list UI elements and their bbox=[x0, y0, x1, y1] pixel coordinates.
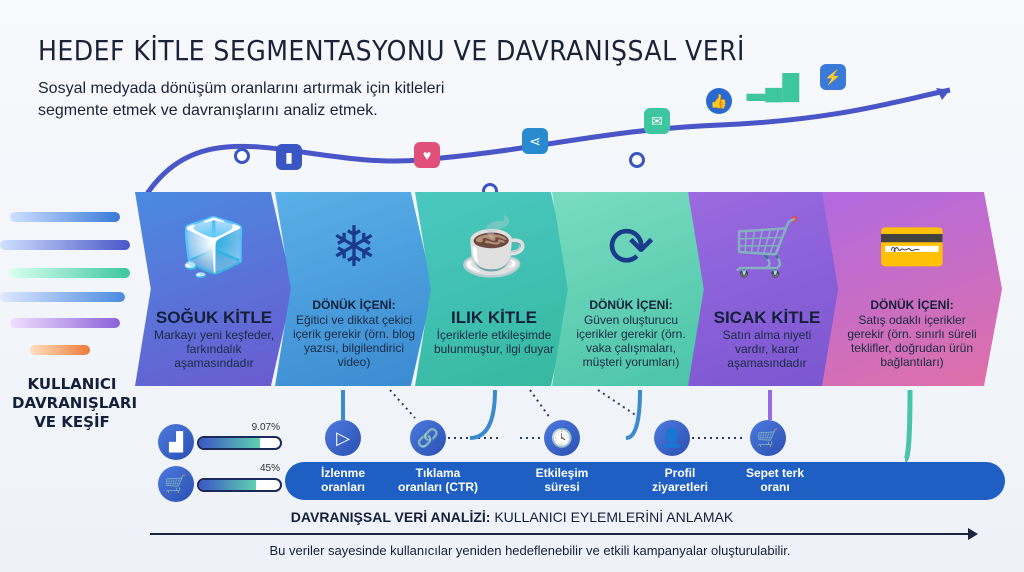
share-icon: ⋖ bbox=[522, 128, 548, 154]
curve-dot bbox=[629, 152, 645, 168]
footer-text: Bu veriler sayesinde kullanıcılar yenide… bbox=[269, 543, 791, 558]
arrow-icon bbox=[0, 292, 125, 302]
metric-label: Etkileşim süresi bbox=[535, 466, 589, 494]
panel-cold-audience: 🧊 SOĞUK KİTLE Markayı yeni keşfeder, far… bbox=[135, 192, 293, 386]
panel-desc: Güven oluşturucu içerikler gerekir (örn.… bbox=[576, 313, 686, 369]
panel-desc: Eğitici ve dikkat çekici içerik gerekir … bbox=[292, 313, 416, 369]
metric-label: Sepet terk oranı bbox=[745, 466, 805, 494]
left-label: KULLANICI DAVRANIŞLARI VE KEŞİF bbox=[12, 375, 138, 431]
panel-warm-audience: ☕ ILIK KİTLE İçeriklerle etkileşimde bul… bbox=[415, 192, 573, 386]
panel-hot-audience: 🛒 SICAK KİTLE Satın alma niyeti vardır, … bbox=[688, 192, 846, 386]
bar-chart-icon: ▟ bbox=[158, 424, 194, 460]
bar-chart-deco-icon: ▂▄█ bbox=[746, 73, 800, 101]
timeline-arrow bbox=[150, 528, 978, 540]
bookmark-icon: ▮ bbox=[276, 144, 302, 170]
panel-title: DÖNÜK İÇENİ: bbox=[870, 298, 954, 312]
link-icon: 🔗 bbox=[410, 420, 446, 456]
burning-cart-icon: 🛒 bbox=[732, 215, 802, 278]
page-subtitle: Sosyal medyada dönüşüm oranlarını artırm… bbox=[38, 80, 445, 119]
arrow-icon bbox=[10, 268, 130, 278]
panel-title: SICAK KİTLE bbox=[713, 308, 821, 327]
comment-icon: ✉ bbox=[644, 108, 670, 134]
panel-desc: Satış odaklı içerikler gerekir (örn. sın… bbox=[847, 313, 977, 369]
arrow-icon bbox=[10, 318, 120, 328]
profile-icon: 👤 bbox=[654, 420, 690, 456]
progress-bar bbox=[197, 478, 282, 492]
heart-icon: ♥ bbox=[414, 142, 440, 168]
clock-icon: 🕓 bbox=[544, 420, 580, 456]
brand-cycle-icon: ⟳ bbox=[607, 215, 655, 278]
panel-desc: Satın alma niyeti vardır, karar aşamasın… bbox=[722, 328, 812, 370]
metrics-bar bbox=[285, 462, 1005, 500]
metric-label: İzlenme oranları bbox=[320, 466, 365, 494]
metric-label: Profil ziyaretleri bbox=[651, 466, 709, 494]
panel-title: ILIK KİTLE bbox=[451, 308, 537, 327]
curve-dot bbox=[234, 148, 250, 164]
arrow-icon bbox=[10, 212, 120, 222]
progress-label: 9.07% bbox=[251, 422, 280, 433]
messenger-icon: ⚡ bbox=[820, 64, 846, 90]
like-icon: 👍 bbox=[706, 88, 732, 114]
panel-desc: İçeriklerle etkileşimde bulunmuştur, ilg… bbox=[433, 328, 555, 356]
panel-title: DÖNÜK İÇENİ: bbox=[312, 298, 396, 312]
panel-cold-content: ❄ DÖNÜK İÇENİ: Eğitici ve dikkat çekici … bbox=[275, 192, 433, 386]
coffee-cup-icon: ☕ bbox=[459, 215, 529, 278]
credit-card-icon: 💳 bbox=[877, 215, 947, 278]
arrow-icon bbox=[0, 240, 130, 250]
panel-hot-content: 💳 DÖNÜK İÇENİ: Satış odaklı içerikler ge… bbox=[822, 192, 1002, 386]
panel-warm-content: ⟳ DÖNÜK İÇENİ: Güven oluşturucu içerikle… bbox=[552, 192, 710, 386]
page-title: HEDEF KİTLE SEGMENTASYONU VE DAVRANIŞSAL… bbox=[38, 34, 745, 67]
progress-label: 45% bbox=[259, 463, 280, 474]
cart-icon: 🛒 bbox=[158, 466, 194, 502]
panel-title: SOĞUK KİTLE bbox=[155, 308, 273, 327]
growth-curve bbox=[137, 87, 951, 207]
arrow-icon bbox=[30, 345, 90, 355]
snowflake-icon: ❄ bbox=[330, 215, 378, 278]
flow-arrows bbox=[341, 389, 913, 463]
metric-label: Tıklama oranları (CTR) bbox=[397, 466, 478, 494]
analysis-bold: DAVRANIŞSAL VERİ ANALİZİ: bbox=[290, 509, 491, 525]
panel-desc: Markayı yeni keşfeder, farkındalık aşama… bbox=[153, 328, 275, 370]
panel-title: DÖNÜK İÇENİ: bbox=[589, 298, 673, 312]
cart-abandon-icon: 🛒 bbox=[750, 420, 786, 456]
analysis-caption: DAVRANIŞSAL VERİ ANALİZİ: KULLANICI EYLE… bbox=[0, 509, 1024, 525]
play-icon: ▷ bbox=[325, 420, 361, 456]
progress-bar bbox=[197, 436, 282, 450]
analysis-rest: KULLANICI EYLEMLERİNİ ANLAMAK bbox=[490, 509, 734, 525]
ice-cube-icon: 🧊 bbox=[179, 215, 249, 278]
